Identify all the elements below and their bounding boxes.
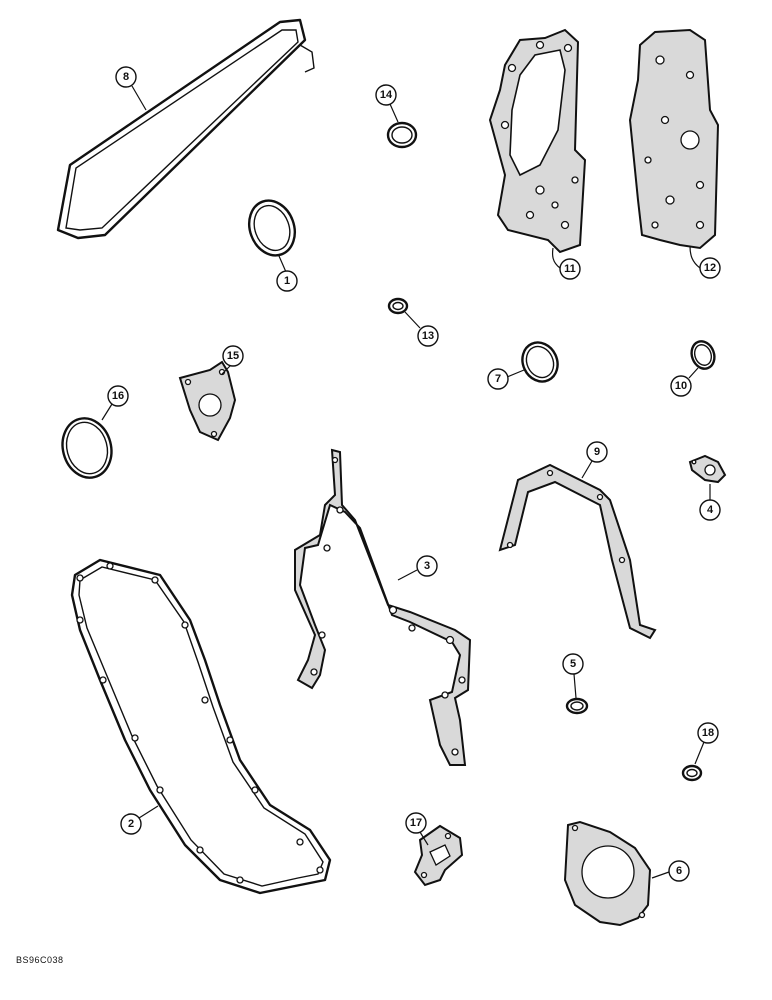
part-10-o-ring: [690, 340, 716, 370]
callout-label-10: 10: [675, 380, 687, 392]
part-1-seal-ring: [248, 199, 296, 257]
callout-circle-10: [670, 375, 692, 397]
callout-label-14: 14: [380, 89, 393, 101]
part-17-flange-gasket: [413, 824, 464, 887]
leader-8: [131, 85, 147, 111]
callout-circle-11: [559, 258, 581, 280]
part-11-plate-gasket: [488, 28, 587, 254]
leader-10: [688, 367, 699, 379]
callout-label-11: 11: [564, 263, 576, 275]
callout-circle-16: [107, 385, 129, 407]
leader-12: [689, 245, 701, 269]
leader-5: [573, 673, 577, 699]
leader-3: [397, 569, 418, 581]
callout-circle-1: [276, 270, 298, 292]
part-13-small-seal: [387, 297, 409, 315]
callout-circle-9: [586, 441, 608, 463]
callout-label-12: 12: [704, 262, 716, 274]
callout-circle-2: [120, 813, 142, 835]
part-7-o-ring: [521, 341, 559, 383]
part-14-o-ring: [386, 121, 418, 149]
part-8-valve-cover-gasket: [56, 18, 315, 240]
part-15-flange-gasket: [178, 360, 237, 442]
callout-circle-7: [487, 368, 509, 390]
part-12-plate-gasket: [628, 28, 720, 250]
part-16-large-o-ring: [61, 417, 113, 479]
leader-14: [389, 103, 399, 123]
callout-label-7: 7: [495, 373, 501, 385]
callout-label-17: 17: [410, 817, 422, 829]
callout-label-9: 9: [594, 446, 600, 458]
leader-17: [419, 831, 429, 846]
callout-label-2: 2: [128, 818, 134, 830]
callout-circle-4: [699, 499, 721, 521]
callout-circle-3: [416, 555, 438, 577]
callout-circle-14: [375, 84, 397, 106]
callout-circle-17: [405, 812, 427, 834]
callout-circle-8: [115, 66, 137, 88]
figure-reference-code: BS96C038: [16, 955, 64, 965]
leader-9: [581, 460, 593, 479]
part-5-small-seal: [565, 697, 589, 715]
callouts: 8 14 1 11 12 13 15 7 10 16: [101, 66, 721, 882]
leader-18: [694, 741, 705, 765]
callout-label-18: 18: [702, 727, 714, 739]
callout-circle-18: [697, 722, 719, 744]
callout-label-16: 16: [112, 390, 124, 402]
callout-label-13: 13: [422, 330, 434, 342]
leader-16: [101, 403, 113, 421]
leader-13: [404, 311, 421, 329]
part-2-gear-cover-gasket: [70, 558, 332, 895]
callout-label-8: 8: [123, 71, 129, 83]
leader-11: [551, 247, 561, 269]
leader-6: [651, 871, 670, 879]
part-6-pump-gasket: [563, 820, 652, 927]
callout-label-1: 1: [284, 275, 290, 287]
callout-label-6: 6: [676, 865, 682, 877]
part-9-arch-gasket: [498, 463, 657, 640]
callout-circle-6: [668, 860, 690, 882]
part-3-timing-cover-gasket: [294, 448, 472, 766]
callout-label-15: 15: [227, 350, 239, 362]
callout-label-4: 4: [707, 504, 714, 516]
leader-1: [278, 255, 287, 273]
part-18-small-seal: [681, 764, 703, 782]
callout-circle-15: [222, 345, 244, 367]
callout-label-3: 3: [424, 560, 430, 572]
callout-circle-5: [562, 653, 584, 675]
callout-circle-13: [417, 325, 439, 347]
part-4-small-flange-gasket: [688, 454, 727, 484]
leader-2: [138, 805, 159, 819]
callout-label-5: 5: [570, 658, 576, 670]
leader-7: [506, 369, 525, 378]
callout-circle-12: [699, 257, 721, 279]
leader-15: [221, 365, 231, 375]
